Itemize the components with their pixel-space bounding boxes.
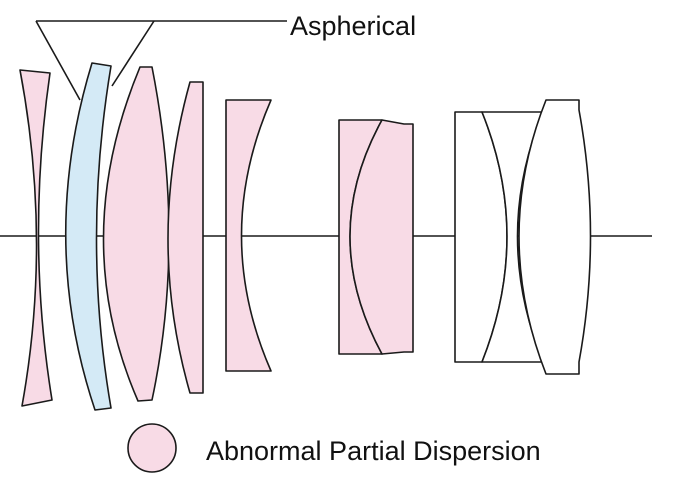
legend-label: Abnormal Partial Dispersion bbox=[206, 436, 541, 466]
aspherical-label: Aspherical bbox=[290, 11, 416, 41]
lens-element-10 bbox=[518, 99, 592, 375]
aspherical-callout-pointer-left bbox=[35, 20, 81, 101]
lens-element-7 bbox=[349, 119, 414, 355]
aspherical-callout-pointer-right bbox=[111, 20, 155, 87]
legend-swatch-abnormal-partial-dispersion bbox=[127, 423, 177, 473]
lens-element-5 bbox=[225, 99, 272, 372]
lens-element-3 bbox=[102, 66, 170, 402]
lens-element-4 bbox=[167, 81, 204, 394]
lens-element-1 bbox=[19, 69, 53, 407]
lens-element-2 bbox=[64, 62, 112, 411]
